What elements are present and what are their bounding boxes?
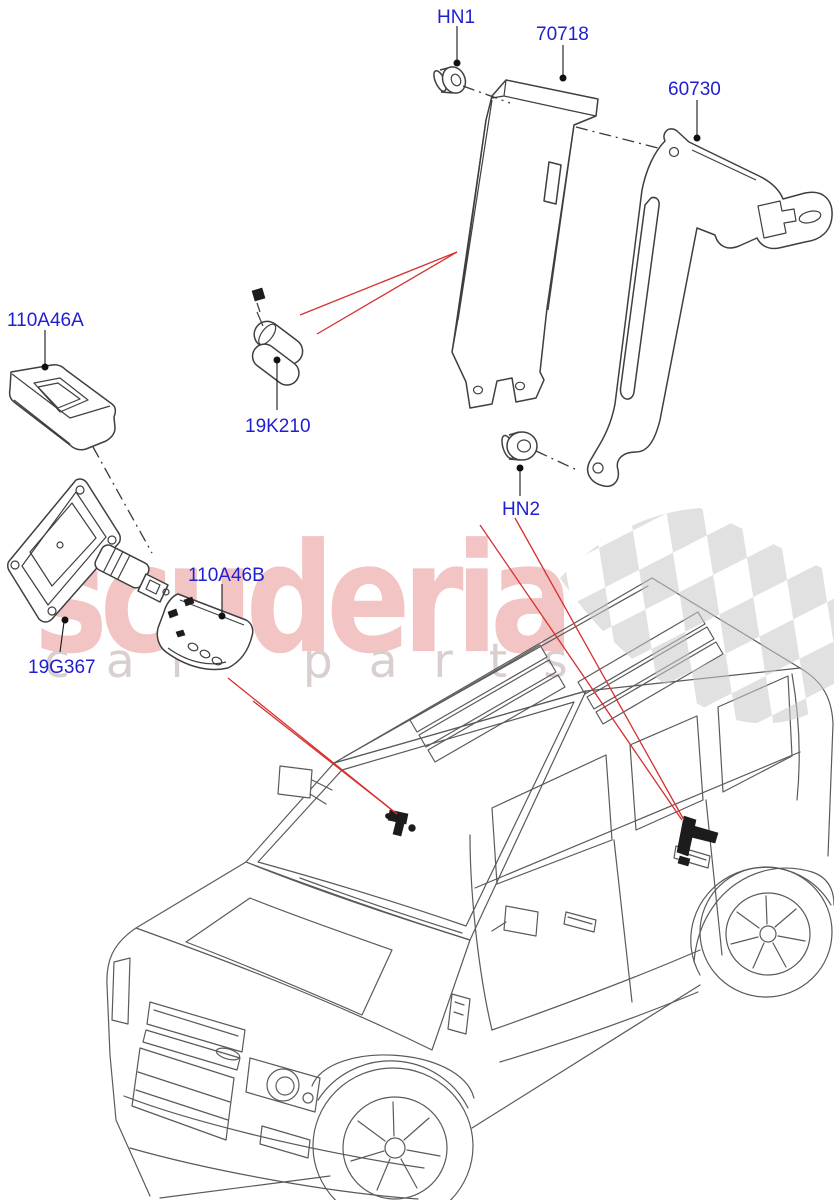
- part-label-hn2[interactable]: HN2: [502, 499, 540, 520]
- part-number-labels: HN1 70718 60730 110A46A 19K210 HN2 19G36…: [7, 7, 721, 678]
- part-label-hn1[interactable]: HN1: [437, 7, 475, 28]
- red-locator-lines: [227, 251, 685, 821]
- label-leader-lines: [41, 26, 701, 653]
- part-label-110a46a[interactable]: 110A46A: [7, 310, 84, 331]
- watermark-brand-text: scuderia: [34, 512, 574, 688]
- cover-110a46a-art: [8, 364, 117, 451]
- windshield-sensor-highlight: [385, 809, 416, 837]
- part-label-19k210[interactable]: 19K210: [245, 416, 311, 437]
- nut-hn2-art: [501, 431, 538, 461]
- bracket-60730-art: [586, 128, 833, 488]
- part-label-19g367[interactable]: 19G367: [28, 657, 96, 678]
- part-label-60730[interactable]: 60730: [668, 79, 721, 100]
- module-19g367-art: [7, 478, 170, 623]
- antenna-19k210-art: [251, 287, 304, 386]
- cover-110a46b-art: [156, 593, 254, 671]
- nut-hn1-art: [433, 66, 467, 94]
- bracket-70718-art: [451, 79, 599, 409]
- door-sensor-highlight: [676, 815, 719, 867]
- assembly-axis-lines: [92, 85, 663, 554]
- checkered-flag-watermark: [560, 508, 834, 724]
- part-label-70718[interactable]: 70718: [536, 24, 589, 45]
- part-label-110a46b[interactable]: 110A46B: [188, 565, 265, 586]
